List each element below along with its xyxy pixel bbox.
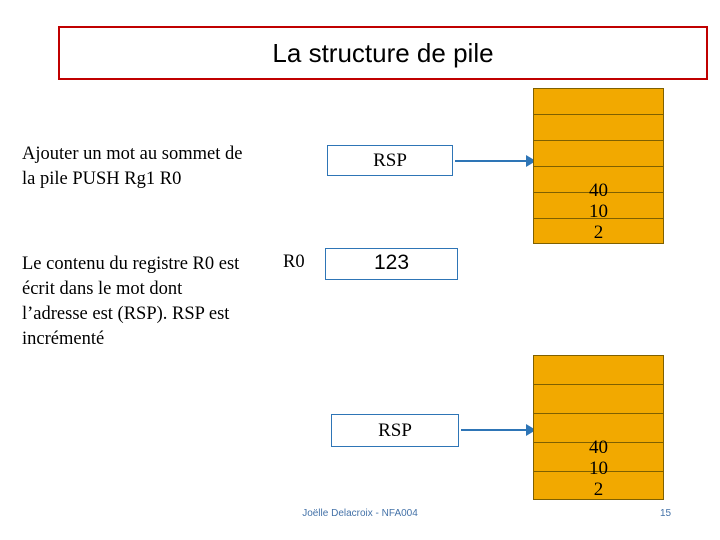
r0-label: R0 — [283, 252, 305, 272]
r0-value: 123 — [373, 251, 410, 274]
footer-page-number: 15 — [660, 508, 672, 519]
arrow-rsp-top-head — [526, 155, 536, 167]
rsp-label-top: RSP — [327, 145, 453, 176]
stack-diagram-bottom — [533, 355, 664, 500]
footer-author: Joëlle Delacroix - NFA004 — [302, 508, 418, 519]
stack-diagram-top — [533, 88, 664, 244]
stack-cell — [533, 442, 664, 471]
rsp-label-bottom: RSP — [331, 414, 459, 447]
stack-value: 10 — [589, 458, 608, 479]
stack-cell — [533, 355, 664, 384]
stack-value: 2 — [593, 222, 604, 243]
title-box: La structure de pile — [58, 26, 708, 80]
stack-cell — [533, 140, 664, 166]
stack-cell — [533, 114, 664, 140]
stack-cell — [533, 413, 664, 442]
stack-value: 2 — [593, 479, 604, 500]
stack-cell — [533, 471, 664, 500]
page-title: La structure de pile — [272, 38, 494, 68]
body-paragraph-2: Le contenu du registre R0 est écrit dans… — [22, 254, 240, 349]
arrow-rsp-bottom-head — [526, 424, 536, 436]
stack-cell — [533, 166, 664, 192]
stack-value: 40 — [589, 180, 608, 201]
stack-values-bottom: 40 10 2 — [533, 437, 664, 500]
stack-value: 10 — [589, 201, 608, 222]
stack-cell — [533, 384, 664, 413]
stack-value: 40 — [589, 437, 608, 458]
arrow-rsp-top-line — [455, 160, 529, 162]
arrow-rsp-bottom-line — [461, 429, 529, 431]
stack-cell — [533, 218, 664, 244]
r0-box — [325, 248, 458, 280]
stack-cell — [533, 192, 664, 218]
stack-values-top: 40 10 2 — [533, 180, 664, 243]
stack-cell — [533, 88, 664, 114]
body-paragraph-1: Ajouter un mot au sommet de la pile PUSH… — [22, 144, 243, 189]
